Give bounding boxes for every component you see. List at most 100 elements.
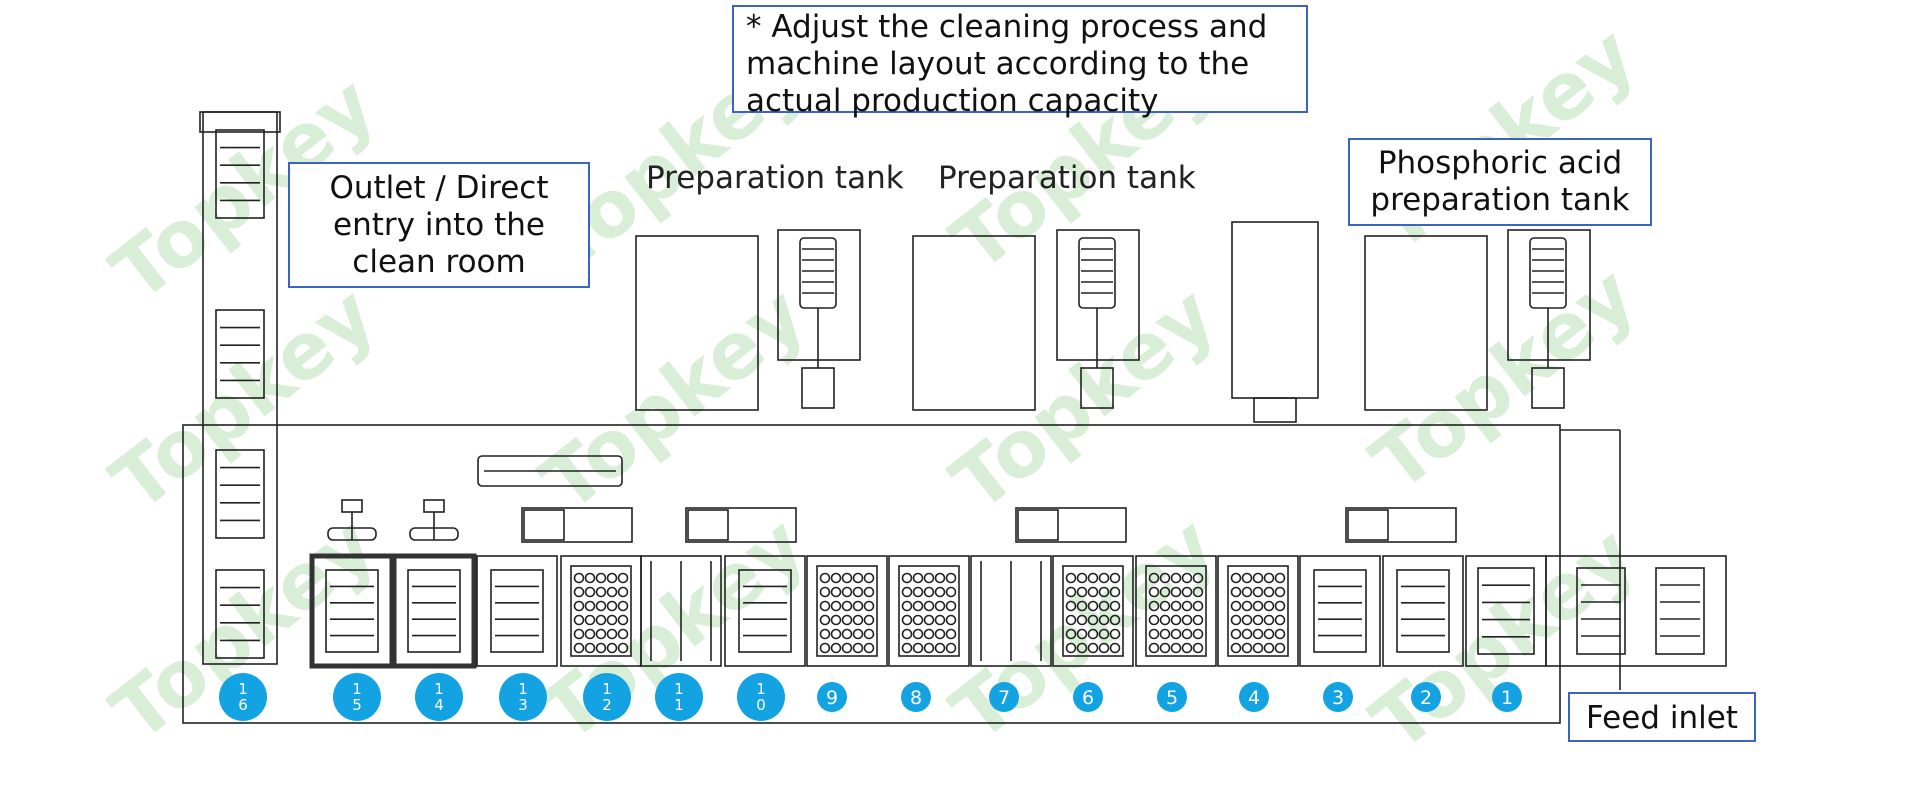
badge-number: 2	[1420, 687, 1432, 709]
grid-hole	[934, 628, 946, 640]
grid-hole	[901, 586, 913, 598]
grid-hole	[1274, 628, 1286, 640]
grid-hole	[819, 642, 831, 654]
grid-hole	[1098, 614, 1110, 626]
grid-hole	[841, 628, 853, 640]
grid-panel	[898, 565, 960, 657]
grid-hole	[1192, 614, 1204, 626]
grid-hole	[841, 614, 853, 626]
grid-hole	[841, 586, 853, 598]
badge-number: 1	[602, 680, 612, 698]
grid-hole	[852, 572, 864, 584]
grid-hole	[1181, 614, 1193, 626]
grid-hole	[1241, 614, 1253, 626]
grid-hole	[912, 628, 924, 640]
transfer-arm	[1015, 507, 1127, 543]
grid-hole	[1065, 600, 1077, 612]
grid-hole	[830, 628, 842, 640]
preparation-tank-1	[635, 235, 759, 411]
grid-hole	[1065, 586, 1077, 598]
grid-hole	[1241, 628, 1253, 640]
badge-number: 0	[756, 696, 766, 714]
grid-hole	[617, 572, 629, 584]
tank-station	[888, 555, 970, 667]
badge-number: 3	[1332, 687, 1344, 709]
station-badge: 5	[1157, 682, 1187, 712]
grid-hole	[819, 614, 831, 626]
grid-panel	[816, 565, 878, 657]
tank-basket	[1396, 569, 1450, 653]
grid-hole	[1181, 642, 1193, 654]
station-badge: 9	[817, 682, 847, 712]
grid-hole	[1241, 572, 1253, 584]
grid-hole	[830, 572, 842, 584]
preparation-tank-label-2: Preparation tank	[938, 160, 1196, 196]
grid-hole	[1076, 600, 1088, 612]
grid-hole	[1109, 572, 1121, 584]
grid-hole	[841, 572, 853, 584]
grid-hole	[584, 600, 596, 612]
grid-hole	[1098, 572, 1110, 584]
grid-hole	[830, 614, 842, 626]
grid-hole	[595, 586, 607, 598]
grid-hole	[819, 628, 831, 640]
grid-hole	[1148, 600, 1160, 612]
badge-number: 1	[238, 680, 248, 698]
grid-hole	[1087, 600, 1099, 612]
tank-unit-base	[1253, 397, 1297, 423]
grid-hole	[606, 642, 618, 654]
grid-hole	[584, 614, 596, 626]
grid-hole	[1230, 586, 1242, 598]
station-badge: 7	[989, 682, 1019, 712]
grid-hole	[1192, 572, 1204, 584]
badge-number: 1	[434, 680, 444, 698]
grid-hole	[1230, 628, 1242, 640]
tank-station	[391, 553, 477, 669]
grid-hole	[584, 642, 596, 654]
main-line-frame	[182, 424, 1561, 724]
grid-hole	[901, 600, 913, 612]
tank-station	[1545, 555, 1727, 667]
grid-hole	[923, 628, 935, 640]
grid-hole	[1159, 642, 1171, 654]
tank-unit	[1231, 221, 1319, 399]
grid-hole	[901, 614, 913, 626]
grid-hole	[863, 628, 875, 640]
grid-hole	[617, 642, 629, 654]
grid-hole	[863, 572, 875, 584]
grid-hole	[945, 586, 957, 598]
grid-hole	[1252, 572, 1264, 584]
pump-housing	[777, 229, 861, 361]
badge-circle	[499, 673, 547, 721]
station-badge: 14	[415, 673, 463, 721]
phosphoric-acid-tank	[1364, 235, 1488, 411]
badge-circle	[583, 673, 631, 721]
outlet-basket	[215, 449, 265, 539]
grid-hole	[1263, 628, 1275, 640]
grid-hole	[901, 642, 913, 654]
grid-hole	[1230, 572, 1242, 584]
grid-hole	[573, 642, 585, 654]
machine-line	[182, 111, 1727, 724]
grid-hole	[841, 600, 853, 612]
station-badge: 15	[333, 673, 381, 721]
agitator-head	[423, 499, 445, 513]
transfer-arm	[685, 507, 797, 543]
grid-hole	[606, 586, 618, 598]
grid-hole	[1076, 642, 1088, 654]
grid-hole	[1263, 600, 1275, 612]
station-badge: 2	[1411, 682, 1441, 712]
badge-circle	[1492, 682, 1522, 712]
badge-circle	[1411, 682, 1441, 712]
capacity-note: * Adjust the cleaning process and machin…	[732, 5, 1308, 119]
grid-hole	[1076, 572, 1088, 584]
tank-station	[1217, 555, 1299, 667]
station-badge: 6	[1073, 682, 1103, 712]
badge-number: 1	[518, 680, 528, 698]
grid-hole	[830, 600, 842, 612]
grid-hole	[1087, 628, 1099, 640]
station-badge: 4	[1239, 682, 1269, 712]
badge-number: 4	[1248, 687, 1260, 709]
badge-number: 1	[674, 696, 684, 714]
